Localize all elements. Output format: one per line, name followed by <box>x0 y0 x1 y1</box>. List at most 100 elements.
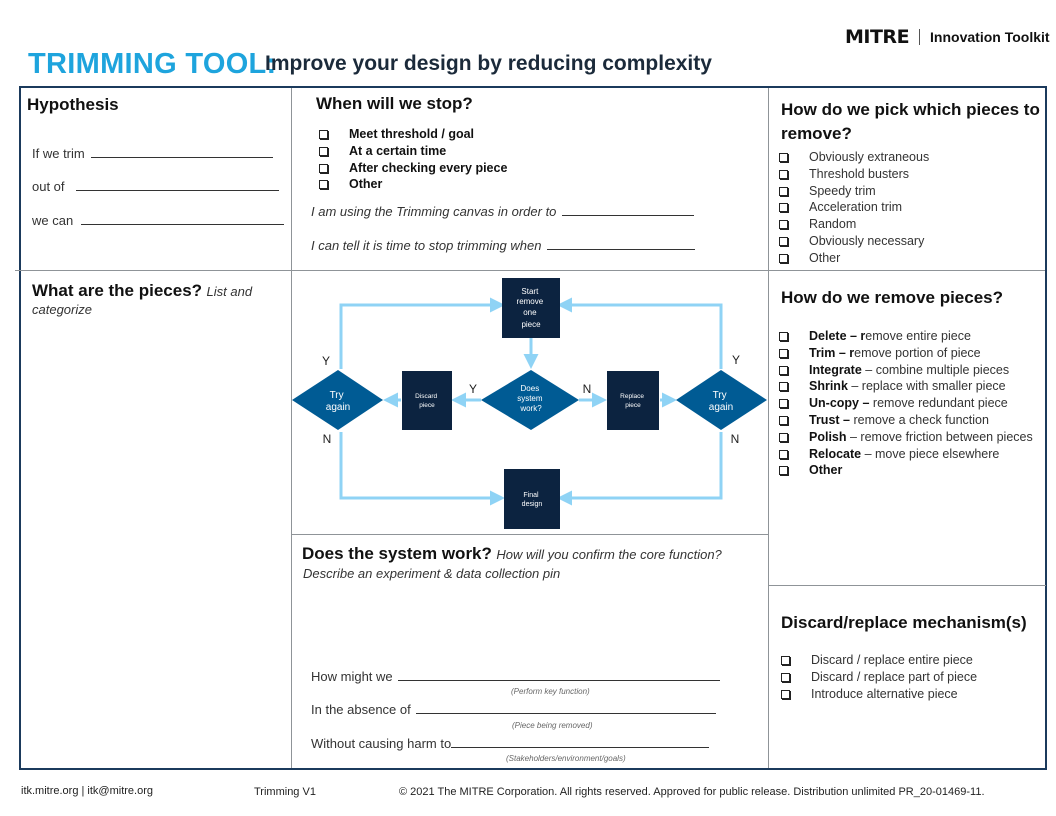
divider-left <box>291 88 292 768</box>
page-subtitle: Improve your design by reducing complexi… <box>265 52 712 75</box>
checkbox-icon[interactable] <box>779 203 788 213</box>
label-right-no: N <box>731 432 740 446</box>
try-again-left-label: Try again <box>326 390 350 413</box>
divider-right <box>768 88 769 768</box>
checkbox-icon[interactable] <box>779 399 788 409</box>
checkbox-icon[interactable] <box>319 163 328 173</box>
checkbox-icon[interactable] <box>779 415 788 425</box>
checkbox-icon[interactable] <box>781 656 790 665</box>
remove-option[interactable]: Trust – remove a check function <box>779 412 1041 429</box>
hypothesis-if-row: If we trim <box>32 146 274 161</box>
checkbox-icon[interactable] <box>779 186 788 196</box>
checkbox-icon[interactable] <box>779 348 788 358</box>
checkbox-icon[interactable] <box>779 449 788 459</box>
stop-statement-1-field[interactable] <box>562 204 695 216</box>
replace-box-label: Replace piece <box>620 393 646 409</box>
divider-flow <box>291 534 768 535</box>
discard-option[interactable]: Discard / replace part of piece <box>781 669 977 686</box>
works-prompt-3: Without causing harm to <box>311 736 710 751</box>
stop-options: Meet threshold / goal At a certain time … <box>319 126 507 193</box>
start-box <box>502 278 560 338</box>
remove-option[interactable]: Integrate – combine multiple pieces <box>779 362 1041 379</box>
label-left-no: N <box>323 432 332 446</box>
footer-version: Trimming V1 <box>254 786 316 798</box>
hypothesis-section: Hypothesis <box>27 95 119 115</box>
checkbox-icon[interactable] <box>779 236 788 246</box>
remove-option[interactable]: Delete – remove entire piece <box>779 328 1041 345</box>
label-right-yes: Y <box>732 353 740 367</box>
toolkit-name: Innovation Toolkit <box>930 29 1050 45</box>
discard-box <box>402 371 452 430</box>
replace-box <box>607 371 659 430</box>
flow-connectors <box>339 297 723 506</box>
stop-option[interactable]: At a certain time <box>319 143 507 160</box>
footer-copyright: © 2021 The MITRE Corporation. All rights… <box>399 786 985 798</box>
works-prompt-3-field[interactable] <box>451 736 710 748</box>
page-title: TRIMMING TOOL: <box>28 48 277 80</box>
start-box-label: Start remove one piece <box>517 287 546 329</box>
stop-option[interactable]: Meet threshold / goal <box>319 126 507 143</box>
hypothesis-outof-row: out of <box>32 179 280 194</box>
checkbox-icon[interactable] <box>319 180 328 190</box>
checkbox-icon[interactable] <box>779 466 788 476</box>
works-hint-3: (Stakeholders/environment/goals) <box>506 754 626 763</box>
mitre-logo: MITRE <box>845 26 910 48</box>
try-again-right-label: Try again <box>709 390 733 413</box>
works-prompt-1: How might we <box>311 669 721 684</box>
final-design-label: Final design <box>522 492 543 508</box>
checkbox-icon[interactable] <box>779 332 788 341</box>
remove-option[interactable]: Shrink – replace with smaller piece <box>779 378 1041 395</box>
works-prompt-2-field[interactable] <box>416 702 717 714</box>
remove-heading: How do we remove pieces? <box>781 288 1004 307</box>
works-diamond <box>481 370 579 430</box>
checkbox-icon[interactable] <box>781 689 790 699</box>
remove-option[interactable]: Other <box>779 462 1041 479</box>
pick-option[interactable]: Random <box>779 216 929 233</box>
works-hint-1: (Perform key function) <box>511 687 590 696</box>
pick-option[interactable]: Threshold busters <box>779 166 929 183</box>
pick-option[interactable]: Speedy trim <box>779 183 929 200</box>
remove-options: Delete – remove entire piece Trim – remo… <box>779 328 1041 479</box>
brand-header: MITRE Innovation Toolkit <box>845 26 1050 48</box>
remove-option[interactable]: Polish – remove friction between pieces <box>779 429 1041 446</box>
stop-statement-2: I can tell it is time to stop trimming w… <box>311 238 696 253</box>
pick-heading: How do we pick which pieces to remove? <box>781 100 1040 143</box>
checkbox-icon[interactable] <box>779 382 788 392</box>
checkbox-icon[interactable] <box>779 169 788 179</box>
hypothesis-outof-field[interactable] <box>76 179 280 191</box>
works-prompt-2: In the absence of <box>311 702 717 717</box>
checkbox-icon[interactable] <box>319 146 328 156</box>
pick-option[interactable]: Obviously extraneous <box>779 149 929 166</box>
works-question: How will you confirm the core function? <box>496 547 722 562</box>
pieces-heading: What are the pieces? <box>32 281 203 300</box>
remove-option[interactable]: Relocate – move piece elsewhere <box>779 446 1041 463</box>
stop-statement-2-field[interactable] <box>547 238 696 250</box>
checkbox-icon[interactable] <box>779 365 788 375</box>
label-works-yes: Y <box>469 382 477 396</box>
stop-option[interactable]: After checking every piece <box>319 160 507 177</box>
checkbox-icon[interactable] <box>779 153 788 162</box>
stop-option[interactable]: Other <box>319 176 507 193</box>
final-design-box <box>504 469 560 529</box>
checkbox-icon[interactable] <box>779 220 788 230</box>
stop-heading: When will we stop? <box>316 94 473 113</box>
works-hint-2: (Piece being removed) <box>512 721 593 730</box>
checkbox-icon[interactable] <box>319 130 328 139</box>
discard-option[interactable]: Discard / replace entire piece <box>781 652 977 669</box>
remove-option[interactable]: Un-copy – remove redundant piece <box>779 395 1041 412</box>
pick-option[interactable]: Acceleration trim <box>779 199 929 216</box>
pick-option[interactable]: Obviously necessary <box>779 233 929 250</box>
divider-discard <box>768 585 1046 586</box>
checkbox-icon[interactable] <box>779 253 788 263</box>
footer-contact: itk.mitre.org | itk@mitre.org <box>21 785 153 797</box>
discard-option[interactable]: Introduce alternative piece <box>781 686 977 703</box>
hypothesis-if-field[interactable] <box>91 146 274 158</box>
pick-option[interactable]: Other <box>779 250 929 267</box>
remove-option[interactable]: Trim – remove portion of piece <box>779 345 1041 362</box>
trimming-flowchart: Start remove one piece Does system work?… <box>292 278 767 529</box>
checkbox-icon[interactable] <box>781 672 790 682</box>
checkbox-icon[interactable] <box>779 432 788 442</box>
works-prompt-1-field[interactable] <box>398 669 721 681</box>
hypothesis-wecan-field[interactable] <box>80 213 284 225</box>
stop-statement-1: I am using the Trimming canvas in order … <box>311 204 695 219</box>
